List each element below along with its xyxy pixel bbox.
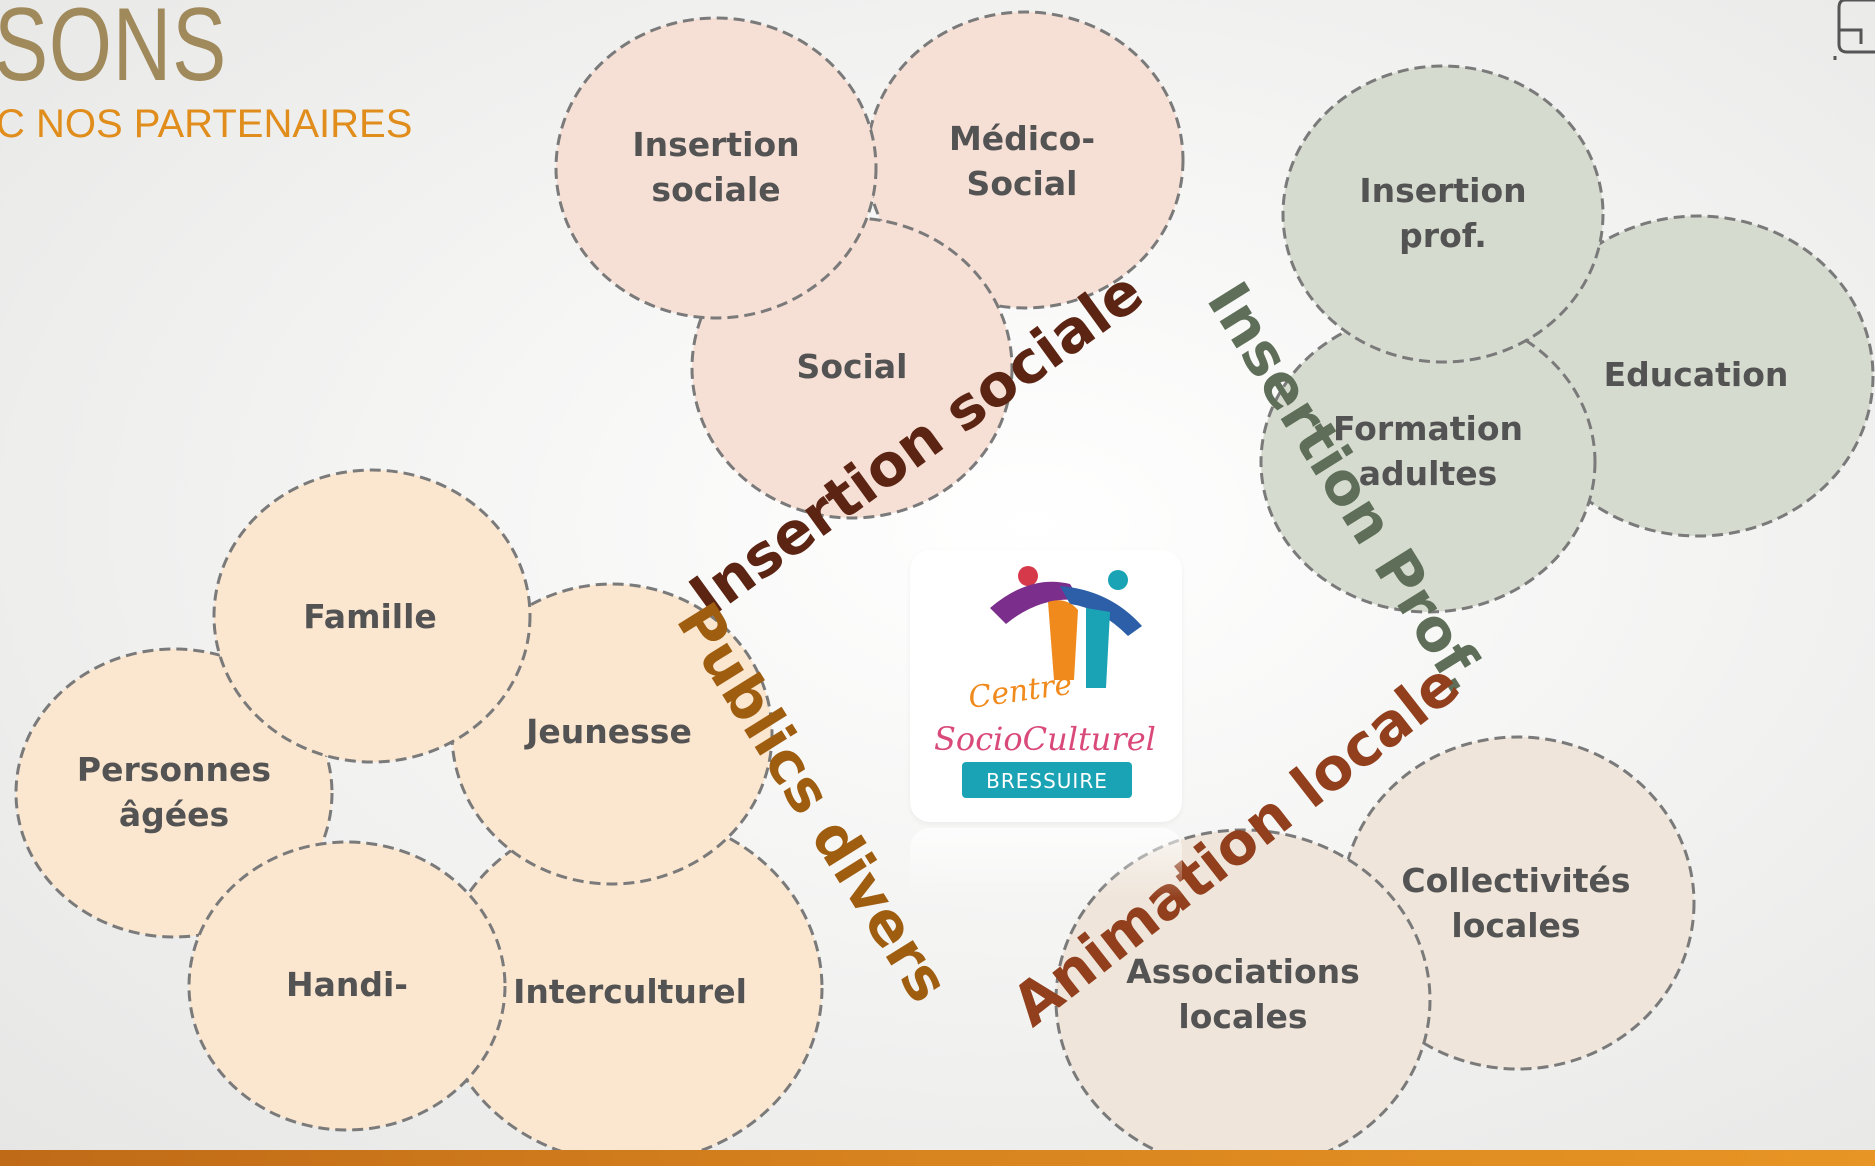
document-icon — [1833, 0, 1875, 60]
label-insertion-sociale-line1: Insertion — [632, 125, 799, 164]
label-formation-line1: Formation — [1333, 409, 1523, 448]
bottom-accent-bar — [0, 1150, 1875, 1166]
label-collectivites-line1: Collectivités — [1401, 861, 1630, 900]
label-personnes-line2: âgées — [119, 795, 229, 834]
logo-roof-left — [990, 581, 1080, 624]
label-jeunesse: Jeunesse — [524, 712, 692, 751]
logo-mark: Centre SocioCulturel BRESSUIRE — [934, 566, 1156, 798]
circle-interculturel — [436, 811, 824, 1165]
logo-figure-head-left — [1018, 566, 1038, 586]
slide-title: SONS — [0, 0, 228, 103]
label-insertion-sociale-line2: sociale — [651, 170, 780, 209]
label-associations-line2: locales — [1178, 997, 1307, 1036]
logo-pillar-right — [1086, 608, 1110, 688]
group-insertion-sociale — [554, 10, 1185, 520]
group-publics-divers — [14, 468, 824, 1165]
logo-reflection — [910, 828, 1182, 898]
label-famille: Famille — [303, 597, 437, 636]
circle-insertion-sociale — [554, 16, 878, 320]
label-medico-line1: Médico- — [949, 119, 1095, 158]
logo-badge-text: BRESSUIRE — [986, 769, 1108, 793]
logo-pillar-left — [1048, 600, 1078, 680]
logo-line1: Centre — [966, 667, 1074, 716]
label-interculturel: Interculturel — [513, 972, 747, 1011]
logo-badge — [962, 762, 1132, 798]
circle-handi — [187, 840, 507, 1132]
label-medico-line2: Social — [967, 164, 1078, 203]
label-associations-line1: Associations — [1126, 952, 1360, 991]
slide-subtitle: C NOS PARTENAIRES — [0, 102, 413, 146]
label-personnes-line1: Personnes — [77, 750, 271, 789]
label-handi: Handi- — [286, 965, 408, 1004]
label-collectivites-line2: locales — [1451, 906, 1580, 945]
label-social: Social — [797, 347, 908, 386]
circle-insertion-prof — [1281, 64, 1605, 364]
label-formation-line2: adultes — [1359, 454, 1498, 493]
circle-education — [1521, 214, 1875, 538]
centre-socioculturel-logo: Centre SocioCulturel BRESSUIRE — [910, 550, 1182, 822]
circle-formation-adultes — [1259, 310, 1597, 614]
circle-associations-locales — [1054, 828, 1432, 1166]
group-insertion-prof — [1259, 64, 1875, 614]
label-education: Education — [1604, 355, 1789, 394]
label-insertion-prof-line1: Insertion — [1359, 171, 1526, 210]
logo-line2: SocioCulturel — [934, 720, 1156, 758]
circle-famille — [212, 468, 532, 764]
circle-personnes-agees — [14, 647, 334, 939]
label-insertion-prof-line2: prof. — [1399, 216, 1487, 255]
group-animation-locale — [1054, 735, 1696, 1166]
logo-figure-head-right — [1108, 570, 1128, 590]
